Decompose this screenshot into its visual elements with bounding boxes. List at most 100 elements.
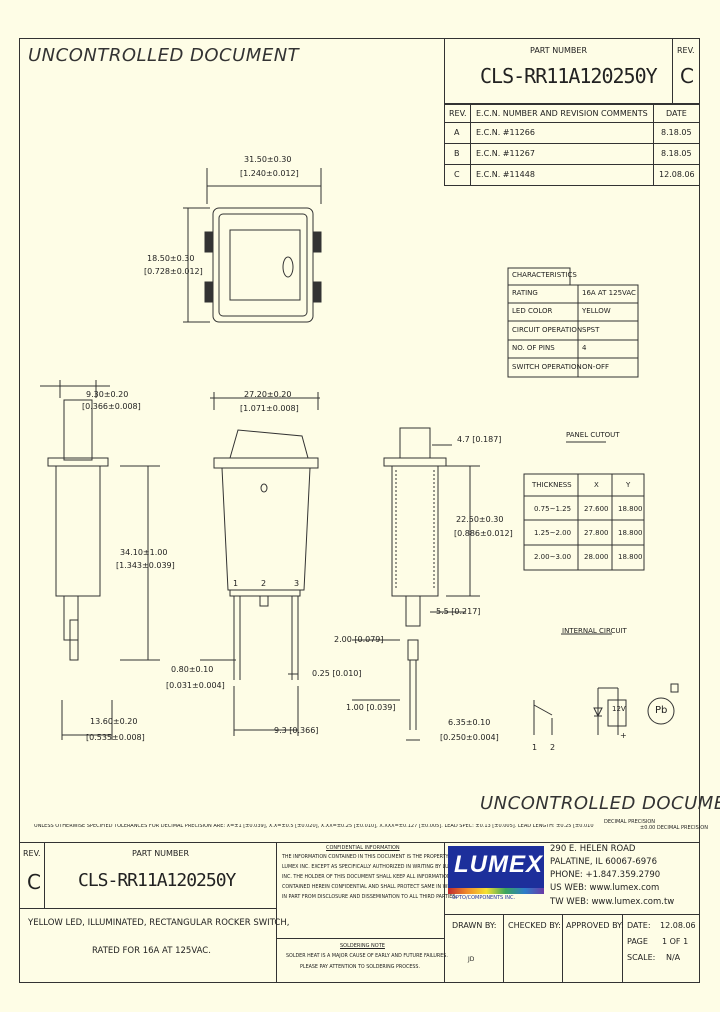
company-tw-web[interactable]: TW WEB: www.lumex.com.tw [550,897,675,907]
precision-note: DECIMAL PRECISION [604,819,656,825]
rev-row-c-comment: E.C.N. #11448 [476,170,535,179]
confidential-line-5: IN PART FROM DISCLOSURE AND DISSEMINATIO… [282,895,457,900]
pin-label-2: 2 [261,579,267,588]
dim-base-width: 13.60±0.20 [90,717,138,726]
scale-label: SCALE: [627,953,656,962]
rev-row-a-rev: A [454,128,460,137]
panel-row-1-thk: 0.75~1.25 [534,505,572,513]
char-pins-label: NO. OF PINS [512,344,555,352]
panel-col-y: Y [626,481,631,489]
rev-row-a-comment: E.C.N. #11266 [476,128,535,137]
char-circuit-value: SPST [582,326,600,334]
confidential-line-2: LUMEX INC. EXCEPT AS SPECIFICALLY AUTHOR… [282,865,460,870]
lumex-logo: LUMEX [448,846,544,888]
dim-flange: 4.7 [0.187] [457,435,502,444]
title-rev: C [27,870,41,894]
tolerance-note: UNLESS OTHERWISE SPECIFIED TOLERANCES FO… [34,824,594,829]
panel-col-x: X [594,481,599,489]
panel-row-3-thk: 2.00~3.00 [534,553,572,561]
solder-line-2: PLEASE PAY ATTENTION TO SOLDERING PROCES… [300,965,420,970]
date-value: 12.08.06 [660,921,696,930]
rev-row-b-rev: B [454,149,460,158]
char-led-label: LED COLOR [512,307,553,315]
dim-side-width-in: [0.366±0.008] [82,402,141,411]
company-us-web[interactable]: US WEB: www.lumex.com [550,883,660,893]
panel-cutout-grid [523,441,645,571]
header-rev-box [672,38,700,104]
solder-title: SOLDERING NOTE [340,943,385,949]
page-value: 1 OF 1 [662,937,689,946]
side-view-switch [40,380,236,740]
dim-top-height: 18.50±0.30 [147,254,195,263]
dim-terminal-width: 0.80±0.10 [171,665,214,674]
checked-by-label: CHECKED BY: [508,921,561,930]
rev-col-date: DATE [666,109,687,118]
panel-row-1-y: 18.800 [618,505,643,513]
dim-body-height-in: [0.886±0.012] [454,529,513,538]
logo-rainbow [448,888,544,894]
approved-by-label: APPROVED BY: [566,921,624,930]
char-pins-value: 4 [582,344,587,352]
rev-col-rev: REV. [449,109,467,118]
dim-pin-thk: 1.00 [0.039] [346,703,396,712]
rev-row-a-date: 8.18.05 [661,128,692,137]
logo-text: LUMEX [454,851,543,878]
char-rating-value: 16A AT 125VAC [582,289,636,297]
panel-cutout-title: PANEL CUTOUT [566,431,620,439]
panel-col-thickness: THICKNESS [532,481,572,489]
char-circuit-label: CIRCUIT OPERATION [512,326,583,334]
dim-pin-len: 5.5 [0.217] [436,607,481,616]
char-operation-value: ON-OFF [582,363,610,371]
solder-line-1: SOLDER HEAT IS A MAJOR CAUSE OF EARLY AN… [286,954,448,959]
pb-free-mark: Pb [655,705,668,716]
panel-row-3-y: 18.800 [618,553,643,561]
char-operation-label: SWITCH OPERATION [512,363,582,371]
char-rating-label: RATING [512,289,538,297]
rev-row-b-comment: E.C.N. #11267 [476,149,535,158]
char-led-value: YELLOW [582,307,611,315]
dim-tab-width-in: [0.250±0.004] [440,733,499,742]
panel-row-3-x: 28.000 [584,553,609,561]
dim-pin-gap: 2.00 [0.079] [334,635,384,644]
title-description-2: RATED FOR 16A AT 125VAC. [92,946,211,956]
watermark-bottom: UNCONTROLLED DOCUMENT [480,793,720,814]
dim-pitch: 9.3 [0.366] [274,726,319,735]
title-description-1: YELLOW LED, ILLUMINATED, RECTANGULAR ROC… [28,918,290,928]
drawn-by-label: DRAWN BY: [452,921,497,930]
dim-terminal-thk: 0.25 [0.010] [312,669,362,678]
confidential-title: CONFIDENTIAL INFORMATION [326,845,400,851]
internal-circuit-diagram [533,633,679,735]
top-view-switch [183,168,322,323]
dim-front-width-in: [1.071±0.008] [240,404,299,413]
page-label: PAGE [627,937,648,946]
company-address-1: 290 E. HELEN ROAD [550,844,636,854]
characteristics-title: CHARACTERISTICS [512,271,577,279]
hole-note: ±0.00 DECIMAL PRECISION [640,825,708,831]
confidential-line-1: THE INFORMATION CONTAINED IN THIS DOCUME… [282,855,457,860]
watermark-top: UNCONTROLLED DOCUMENT [28,45,300,66]
dim-top-height-in: [0.728±0.012] [144,267,203,276]
characteristics-grid [507,267,639,378]
dim-side-width: 9.30±0.20 [86,390,129,399]
dim-terminal-width-in: [0.031±0.004] [166,681,225,690]
title-rev-label: REV. [23,849,41,858]
header-part-label: PART NUMBER [530,46,588,55]
drawn-by: JD [468,956,475,963]
logo-tagline: OPTO/COMPONENTS INC. [452,895,516,901]
date-label: DATE: [627,921,651,930]
confidential-line-4: CONTAINED HEREIN CONFIDENTIAL AND SHALL … [282,885,470,890]
circuit-pin-1: 1 [532,743,538,752]
front-view-switch [210,392,320,736]
panel-row-2-x: 27.800 [584,529,609,537]
rev-col-comment: E.C.N. NUMBER AND REVISION COMMENTS [476,109,648,118]
circuit-pin-2: 2 [550,743,556,752]
dim-top-width-in: [1.240±0.012] [240,169,299,178]
company-address-2: PALATINE, IL 60067-6976 [550,857,657,867]
header-part-number: CLS-RR11A120250Y [480,64,658,88]
rev-row-c-rev: C [454,170,460,179]
dim-base-width-in: [0.535±0.008] [86,733,145,742]
dim-front-width: 27.20±0.20 [244,390,292,399]
panel-row-2-y: 18.800 [618,529,643,537]
